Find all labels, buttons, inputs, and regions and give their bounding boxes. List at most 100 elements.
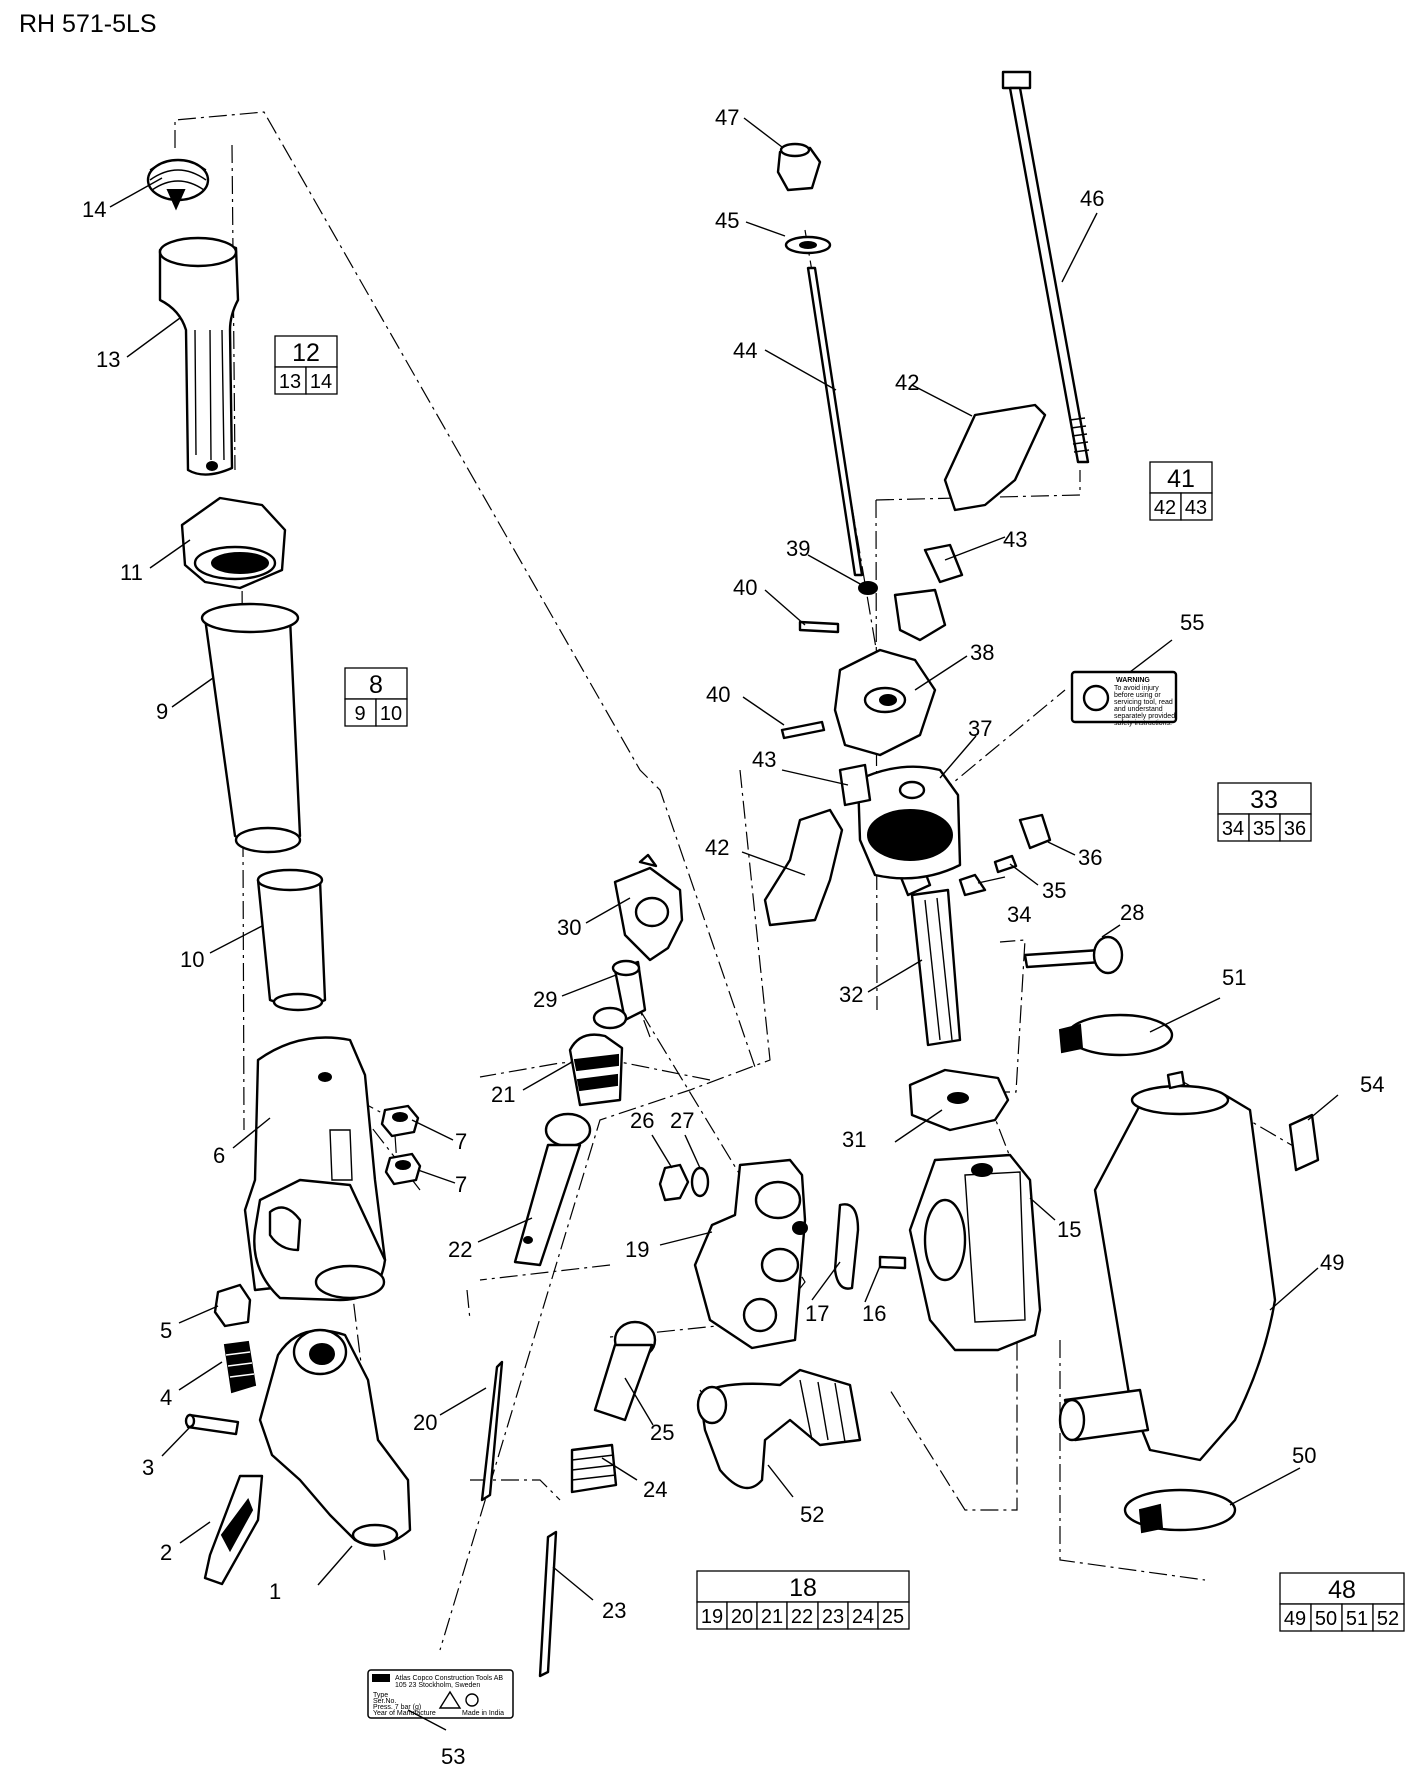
nameplate-line: Year of Manufacture	[373, 1710, 436, 1717]
kit-id: 18	[789, 1574, 817, 1602]
part-26-27-nut-washer	[658, 1163, 710, 1202]
part-label: 52	[800, 1502, 824, 1527]
part-1-latch-lever	[258, 1328, 412, 1547]
part-label: 26	[630, 1108, 654, 1133]
nameplate-line: 105 23 Stockholm, Sweden	[395, 1682, 480, 1689]
kit-part: 51	[1346, 1608, 1368, 1630]
part-20-clip-pin	[480, 1360, 504, 1502]
part-39-40-washer-pins	[780, 581, 878, 740]
part-15-handle-bracket	[908, 1153, 1042, 1352]
part-25-valve-stem	[593, 1320, 657, 1422]
nameplate-line: Made in India	[462, 1710, 504, 1717]
kit-part: 13	[279, 371, 301, 393]
part-label: 36	[1078, 845, 1102, 870]
part-label: 37	[968, 716, 992, 741]
kit-part: 35	[1253, 818, 1275, 840]
part-14-threaded-cap	[146, 158, 210, 211]
kit-part: 22	[791, 1606, 813, 1628]
nameplate-line: Ser.No.	[373, 1698, 396, 1705]
warning-heading: WARNING	[1116, 677, 1150, 684]
kit-part: 24	[852, 1606, 874, 1628]
leader-lines	[109, 117, 1339, 1731]
part-label: 55	[1180, 610, 1204, 635]
part-label: 47	[715, 105, 739, 130]
kit-part: 43	[1185, 497, 1207, 519]
nameplate: Atlas Copco Construction Tools AB 105 23…	[367, 1669, 514, 1719]
kit-id: 12	[292, 339, 320, 367]
kit-part: 52	[1377, 1608, 1399, 1630]
part-label: 15	[1057, 1217, 1081, 1242]
part-50-hose-clamp	[1123, 1488, 1237, 1534]
kit-part: 25	[882, 1606, 904, 1628]
part-number-labels: 1 2 3 4 5 6 7 7 9 10 11 13 14 15 16 17 1…	[82, 105, 1384, 1769]
warning-line: separately provided	[1114, 713, 1175, 720]
part-5-latch	[213, 1283, 252, 1328]
kit-id: 8	[369, 671, 383, 699]
part-label: 16	[862, 1301, 886, 1326]
kit-part: 34	[1222, 818, 1244, 840]
part-22-valve-stem	[513, 1112, 592, 1267]
kit-part: 20	[731, 1606, 753, 1628]
warning-line: safety instructions.	[1114, 720, 1172, 727]
part-43-bushings	[838, 543, 964, 807]
part-19-valve-housing	[693, 1158, 808, 1350]
part-13-splined-bushing	[158, 236, 240, 476]
part-10-inner-sleeve	[256, 868, 327, 1012]
part-label: 49	[1320, 1250, 1344, 1275]
part-37-handle-block	[856, 765, 962, 880]
part-label: 42	[895, 370, 919, 395]
part-2-spring-clip	[203, 1474, 264, 1586]
part-9-sleeve	[200, 602, 302, 854]
part-52-hose-elbow	[696, 1368, 862, 1490]
part-label: 25	[650, 1420, 674, 1445]
part-label: 28	[1120, 900, 1144, 925]
part-label: 5	[160, 1318, 172, 1343]
part-label: 3	[142, 1455, 154, 1480]
part-label: 34	[1007, 902, 1031, 927]
part-7-nuts	[380, 1104, 422, 1186]
part-42-handle-grips	[763, 403, 1047, 927]
kit-part: 36	[1284, 818, 1306, 840]
part-label: 39	[786, 536, 810, 561]
part-label: 21	[491, 1082, 515, 1107]
nameplate-line: Type	[373, 1692, 388, 1699]
part-label: 11	[120, 560, 143, 585]
part-label: 30	[557, 915, 581, 940]
part-label: 38	[970, 640, 994, 665]
kit-box-18: 18 19 20 21 22 23 24 25	[696, 1570, 910, 1630]
part-label: 19	[625, 1237, 649, 1262]
part-23-clip-pin	[538, 1530, 558, 1678]
kit-part: 14	[310, 371, 332, 393]
part-54-tag	[1288, 1113, 1320, 1172]
part-16-pin	[878, 1255, 907, 1270]
part-38-trigger-housing	[833, 648, 937, 757]
warning-line: and understand	[1114, 706, 1163, 713]
part-label: 31	[842, 1127, 866, 1152]
part-label: 10	[180, 947, 204, 972]
part-label: 46	[1080, 186, 1104, 211]
part-label: 24	[643, 1477, 667, 1502]
nameplate-line: Atlas Copco Construction Tools AB	[395, 1675, 503, 1682]
kit-id: 41	[1167, 465, 1195, 493]
part-label: 45	[715, 208, 739, 233]
part-label: 40	[706, 682, 730, 707]
kit-part: 49	[1284, 1608, 1306, 1630]
kit-box-33: 33 34 35 36	[1217, 782, 1312, 842]
part-30-lock-piece	[613, 853, 684, 962]
kit-box-41: 41 42 43	[1149, 461, 1213, 521]
part-6-front-head	[243, 1036, 387, 1302]
kit-id: 33	[1250, 786, 1278, 814]
warning-line: servicing tool, read	[1114, 699, 1173, 706]
part-3-pin	[184, 1413, 240, 1436]
kit-part: 42	[1154, 497, 1176, 519]
part-label: 9	[156, 699, 168, 724]
part-24-spring	[570, 1443, 618, 1494]
part-label: 23	[602, 1598, 626, 1623]
part-label: 6	[213, 1143, 225, 1168]
part-label: 29	[533, 987, 557, 1012]
part-label: 14	[82, 197, 106, 222]
part-label: 22	[448, 1237, 472, 1262]
parts-artwork	[146, 70, 1320, 1678]
part-17-gasket	[833, 1203, 860, 1290]
